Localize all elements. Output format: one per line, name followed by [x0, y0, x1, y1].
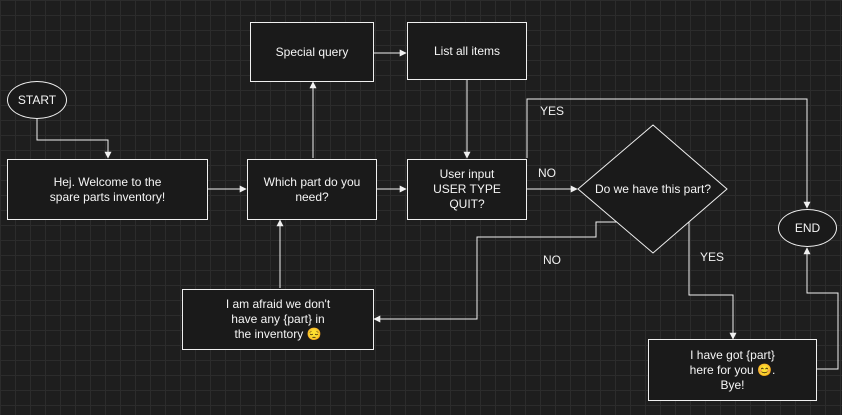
edge-found-end [803, 247, 839, 370]
end-node: END [778, 209, 837, 247]
special-query-node: Special query [250, 22, 374, 82]
welcome-node: Hej. Welcome to the spare parts inventor… [7, 159, 208, 220]
edge-start-welcome [36, 119, 112, 159]
not-found-node: I am afraid we don't have any {part} in … [182, 289, 374, 350]
edge-label-part-no: NO [543, 253, 561, 267]
decision-diamond [577, 124, 728, 254]
found-node: I have got {part} here for you 😊. Bye! [648, 339, 817, 401]
which-part-node: Which part do you need? [247, 159, 377, 220]
edge-label-part-yes: YES [700, 250, 725, 264]
edge-diamond-found [688, 222, 737, 340]
user-input-node: User input USER TYPE QUIT? [407, 159, 527, 220]
edge-label-quit-no: NO [538, 166, 556, 180]
edge-diamond-notfound [373, 221, 617, 323]
edge-input-end [526, 98, 811, 209]
start-node: START [7, 81, 67, 119]
decision-label: Do we have this part? [594, 182, 712, 196]
list-items-node: List all items [407, 22, 527, 80]
edge-label-quit-yes: YES [540, 104, 565, 118]
